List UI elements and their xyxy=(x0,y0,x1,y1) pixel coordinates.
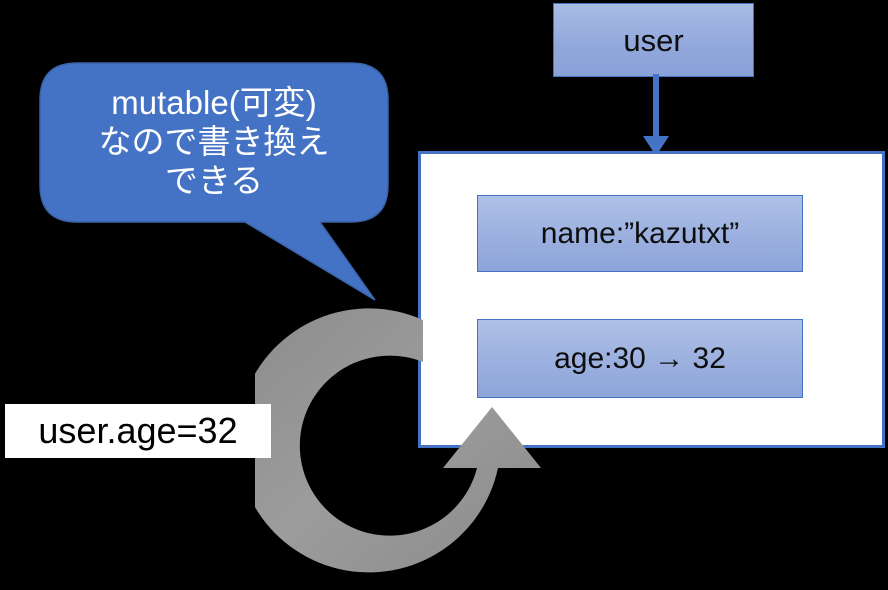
callout-line-1: mutable(可変) xyxy=(111,84,317,122)
callout-line-3: できる xyxy=(164,161,264,199)
callout-line-2: なので書き換え xyxy=(98,123,330,161)
variable-box-label: user xyxy=(623,22,684,58)
field-box-age: age:30 → 32 xyxy=(477,319,803,398)
callout-text: mutable(可変) なので書き換え できる xyxy=(40,63,388,222)
field-label-name: name:”kazutxt” xyxy=(540,216,740,250)
variable-box-user: user xyxy=(553,3,754,77)
code-label-text: user.age=32 xyxy=(38,410,238,451)
down-arrow-icon xyxy=(636,74,676,159)
refresh-cycle-arrow-icon xyxy=(236,300,555,590)
field-box-name: name:”kazutxt” xyxy=(477,195,803,272)
field-label-age: age:30 → 32 xyxy=(554,341,726,375)
code-label: user.age=32 xyxy=(5,404,271,458)
